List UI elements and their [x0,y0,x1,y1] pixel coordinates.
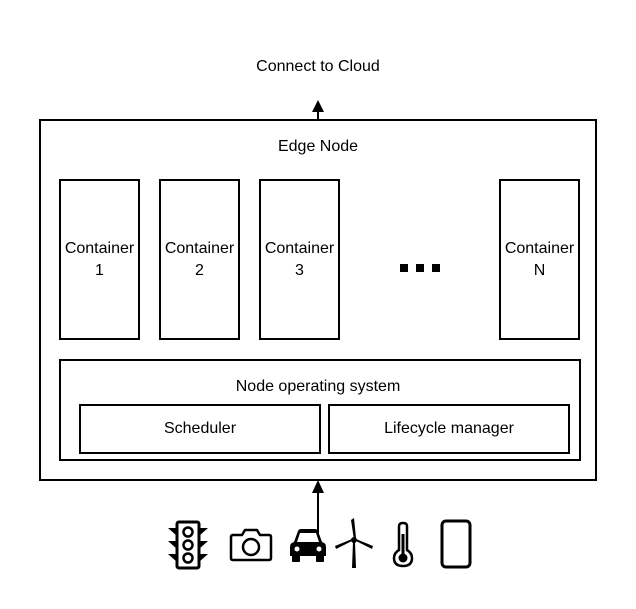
car-icon [290,529,326,562]
scheduler-label: Scheduler [163,420,237,437]
node-os-title: Node operating system [235,378,401,395]
scheduler-box: Scheduler [79,404,321,454]
cloud-label: Connect to Cloud [256,58,380,75]
container-name: Container [164,239,235,257]
smartphone-icon [440,519,472,569]
container-name: Container [264,239,335,257]
container-n: Container N [499,179,580,340]
thermometer-icon [392,521,414,568]
container-index: 2 [195,261,204,279]
wind-turbine-icon [335,518,373,568]
container-2: Container 2 [159,179,240,340]
ellipsis [400,264,440,272]
container-name: Container [64,239,135,257]
lifecycle-manager-label: Lifecycle manager [384,420,514,437]
traffic-light-icon [168,520,208,570]
edge-node-title: Edge Node [277,138,359,155]
container-index: 3 [295,261,304,279]
container-index: N [533,261,546,279]
container-index: 1 [95,261,104,279]
container-name: Container [504,239,575,257]
camera-icon [229,528,273,562]
container-3: Container 3 [259,179,340,340]
lifecycle-manager-box: Lifecycle manager [328,404,570,454]
container-1: Container 1 [59,179,140,340]
